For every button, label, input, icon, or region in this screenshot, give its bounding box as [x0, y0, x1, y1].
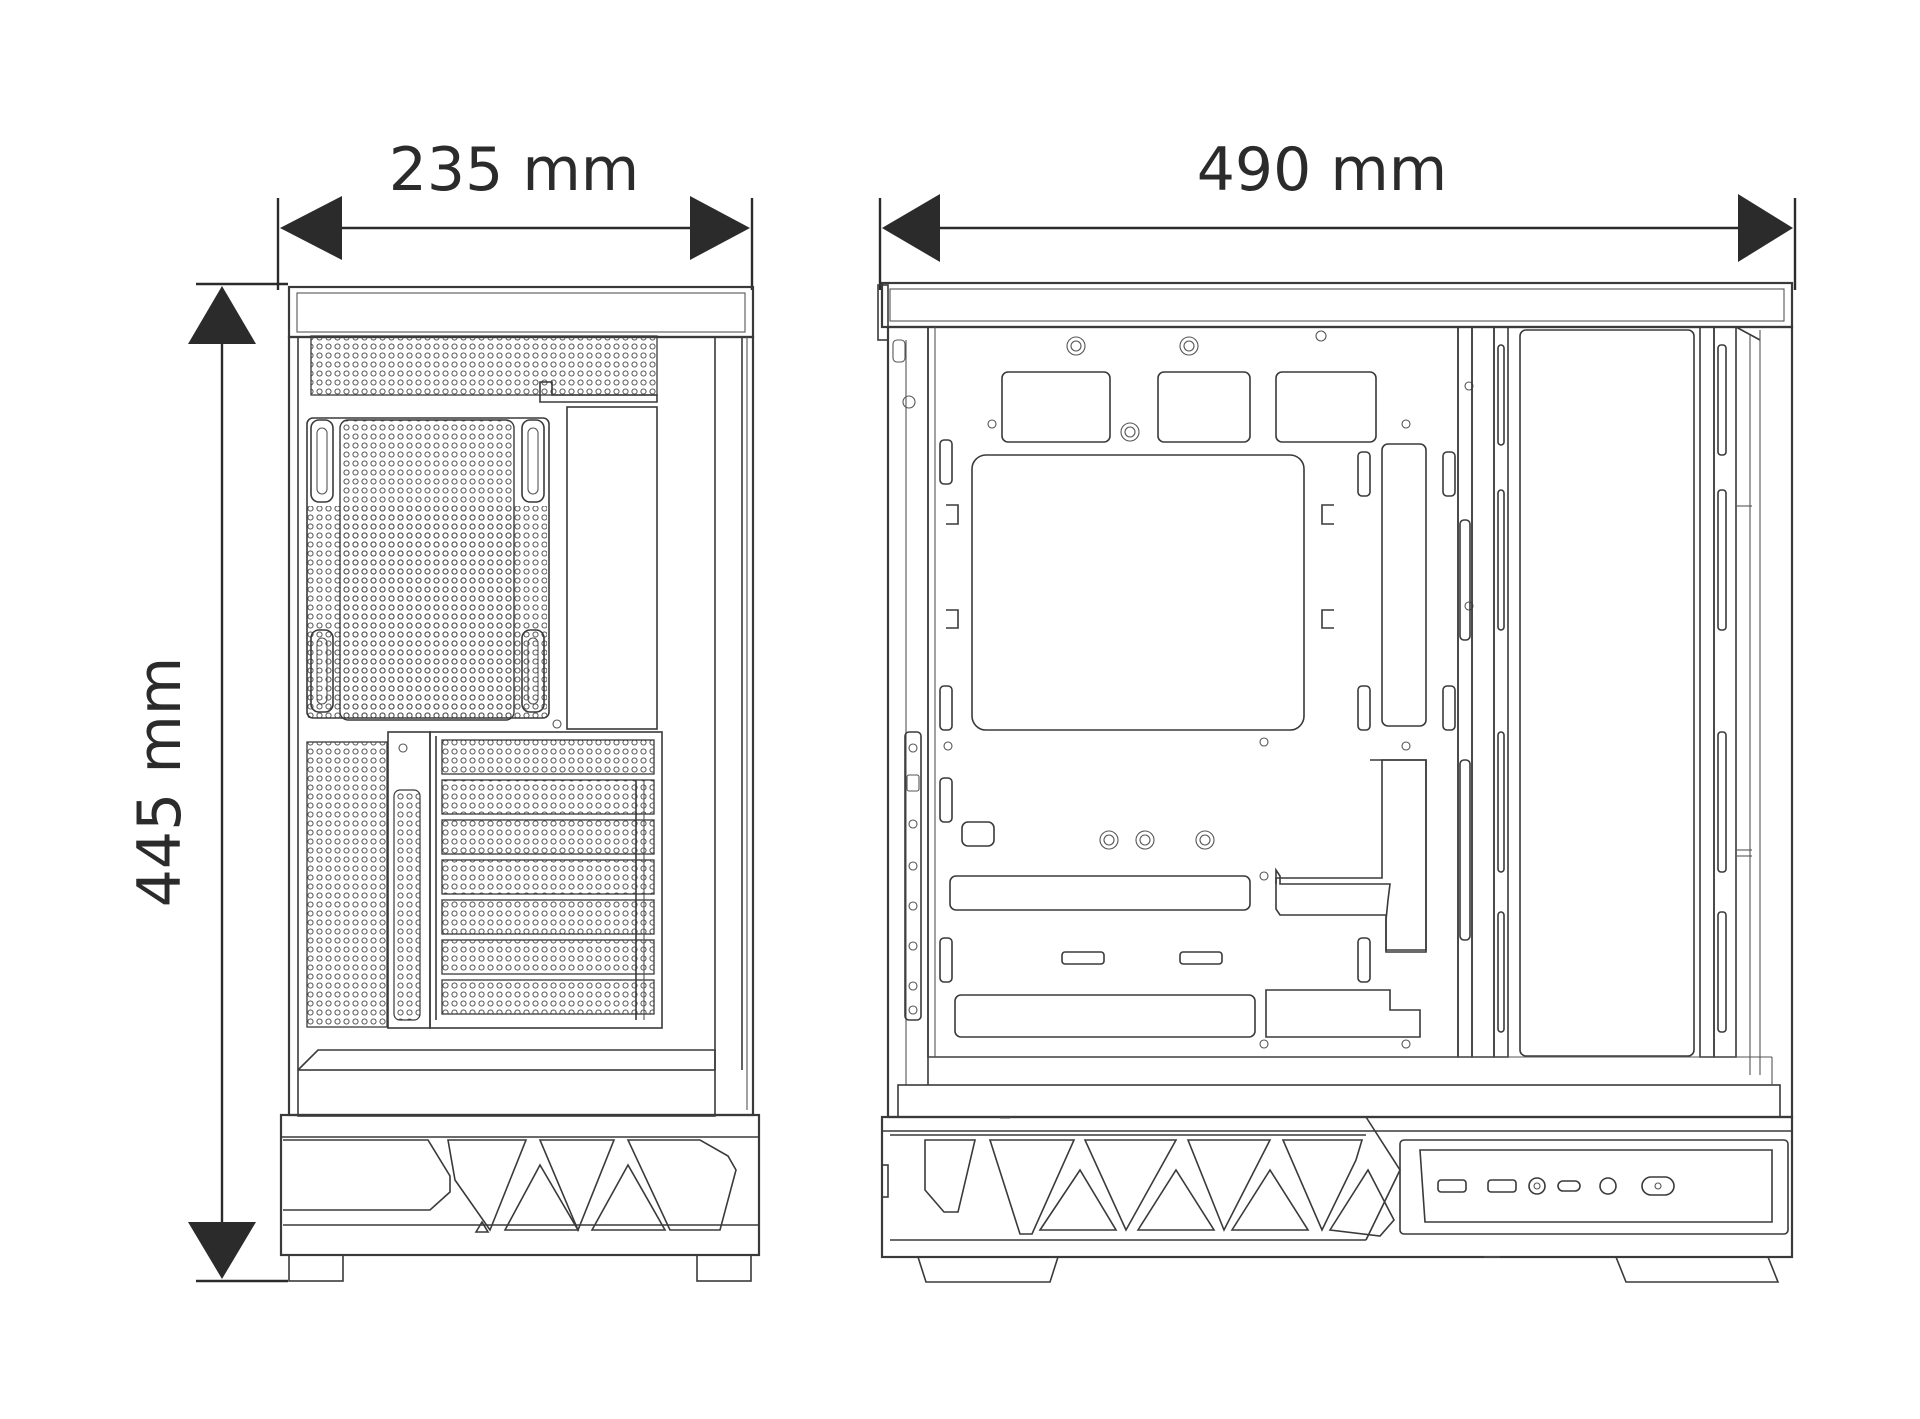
arrow-down-icon [188, 1222, 256, 1279]
height-dimension: 445 mm [125, 282, 288, 1283]
side-view [877, 281, 1794, 1283]
arrow-right-icon [1738, 194, 1793, 262]
length-dimension: 490 mm [878, 135, 1797, 290]
arrow-left-icon [280, 196, 342, 260]
arrow-left-icon [882, 194, 940, 262]
front-view [279, 285, 761, 1282]
width-label: 235 mm [389, 135, 640, 205]
expansion-slots [435, 736, 655, 1020]
width-dimension: 235 mm [276, 135, 754, 290]
height-label: 445 mm [125, 657, 195, 908]
length-label: 490 mm [1197, 135, 1448, 205]
arrow-right-icon [690, 196, 750, 260]
arrow-up-icon [188, 286, 256, 344]
